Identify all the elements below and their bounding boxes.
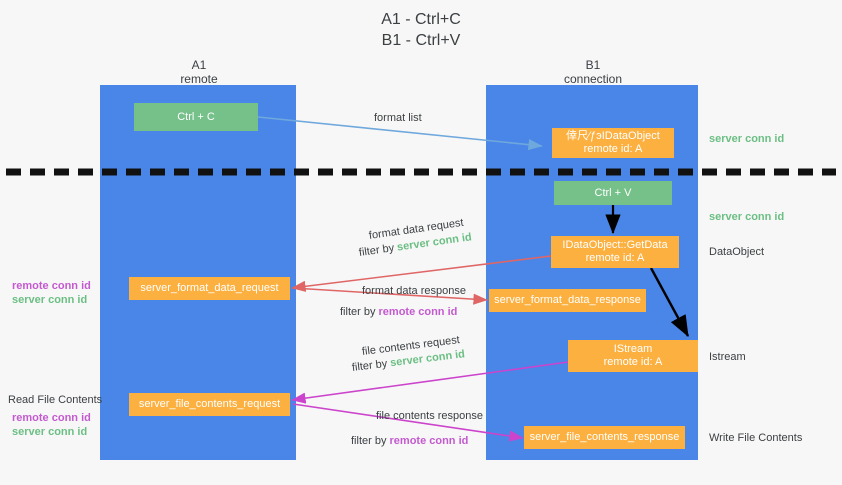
right-label-istream: Istream	[709, 351, 746, 363]
edge-label-format-data-response: format data response	[362, 285, 466, 297]
left-label-server-conn-id-lower: server conn id	[12, 426, 88, 438]
left-label-remote-conn-id-upper: remote conn id	[12, 280, 91, 292]
right-label-dataobject: DataObject	[709, 246, 765, 258]
edge-label-file-contents-response-filter: filter by remote conn id	[351, 434, 468, 448]
box-ctrl-v[interactable]: Ctrl + V	[554, 181, 672, 205]
left-label-read-file-contents: Read File Contents	[8, 394, 103, 406]
box-server-file-contents-request[interactable]: server_file_contents_request	[129, 393, 290, 416]
filter-value-remote-conn-id: remote conn id	[378, 306, 458, 318]
left-label-server-conn-id-upper: server conn id	[12, 294, 88, 306]
arrow-format-data-response	[292, 287, 488, 305]
left-label-remote-conn-id-lower: remote conn id	[12, 412, 91, 424]
edge-label-format-data-response-filter: filter by remote conn id	[340, 305, 457, 319]
filter-prefix: filter by	[340, 306, 379, 318]
page-title: A1 - Ctrl+C B1 - Ctrl+V	[381, 11, 461, 49]
edge-label-file-contents-response: file contents response	[376, 410, 484, 422]
right-label-write-file-contents: Write File Contents	[709, 432, 803, 444]
arrow-format-list	[257, 116, 543, 151]
box-new-idataobject[interactable]: 倖尺⁄ƒэIDataObject remote id: A	[552, 128, 674, 158]
arrow-file-contents-response	[292, 403, 524, 442]
arrow-format-data-request	[291, 255, 552, 292]
lane-header-b1: B1 connection	[563, 58, 623, 86]
box-istream[interactable]: IStream remote id: A	[568, 340, 698, 372]
box-idataobject-getdata[interactable]: IDataObject::GetData remote id: A	[551, 236, 679, 268]
right-label-server-conn-id-mid: server conn id	[709, 211, 785, 223]
arrow-file-contents-request	[291, 361, 569, 404]
box-server-format-data-response[interactable]: server_format_data_response	[489, 289, 646, 312]
arrow-getdata-to-istream	[649, 267, 690, 338]
lane-header-a1: A1 remote	[180, 58, 218, 86]
box-server-format-data-request[interactable]: server_format_data_request	[129, 277, 290, 300]
edge-label-format-list: format list	[374, 112, 422, 124]
right-label-server-conn-id-top: server conn id	[709, 133, 785, 145]
filter-value-remote-conn-id: remote conn id	[389, 435, 469, 447]
box-ctrl-c[interactable]: Ctrl + C	[134, 103, 258, 131]
box-server-file-contents-response[interactable]: server_file_contents_response	[524, 426, 685, 449]
filter-prefix: filter by	[351, 435, 390, 447]
